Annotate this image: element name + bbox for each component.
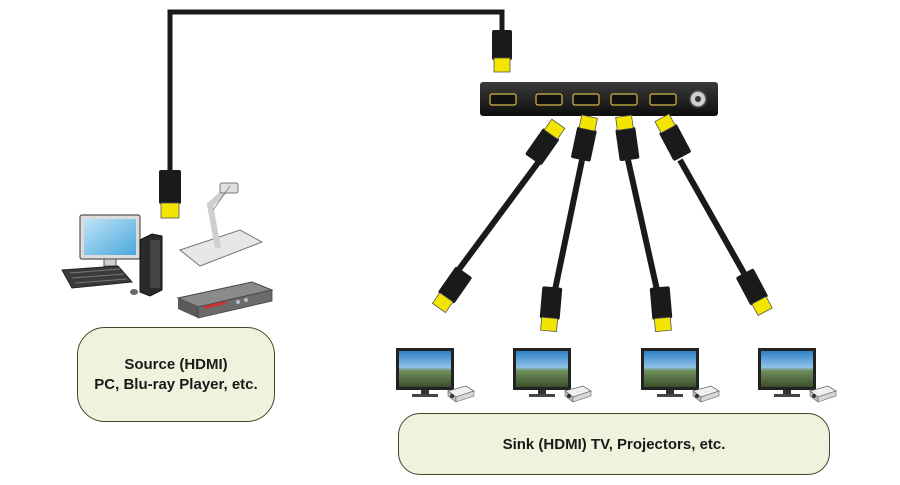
- output-cable-4: [654, 113, 773, 317]
- source-label-box: Source (HDMI) PC, Blu-ray Player, etc.: [77, 327, 275, 422]
- hdmi-connector-source: [159, 170, 181, 219]
- hdmi-port-4: [610, 93, 638, 106]
- sink-label: Sink (HDMI) TV, Projectors, etc.: [502, 435, 726, 453]
- hdmi-port-5: [649, 93, 677, 106]
- source-label-line2: PC, Blu-ray Player, etc.: [94, 375, 258, 393]
- tv-monitor-icon: [396, 348, 454, 397]
- sink-label-box: Sink (HDMI) TV, Projectors, etc.: [398, 413, 830, 475]
- sink-device-4: [758, 348, 837, 403]
- output-cable-2: [539, 114, 598, 333]
- hdmi-splitter-icon: [480, 82, 718, 116]
- tv-monitor-icon: [758, 348, 816, 397]
- hdmi-port-3: [572, 93, 600, 106]
- output-cable-3: [615, 114, 673, 333]
- projector-icon: [809, 385, 837, 403]
- hdmi-connector-input-top: [492, 30, 512, 73]
- sink-device-2: [513, 348, 592, 403]
- source-label-line1: Source (HDMI): [124, 355, 228, 373]
- hdmi-port-1: [489, 93, 517, 106]
- hdmi-port-2: [535, 93, 563, 106]
- desktop-pc-icon: [61, 214, 163, 297]
- tv-monitor-icon: [513, 348, 571, 397]
- projector-icon: [692, 385, 720, 403]
- document-camera-icon: [178, 182, 264, 267]
- input-cable: [167, 9, 505, 172]
- sink-device-1: [396, 348, 475, 403]
- projector-icon: [564, 385, 592, 403]
- output-cable-1: [431, 118, 566, 314]
- projector-icon: [447, 385, 475, 403]
- tv-monitor-icon: [641, 348, 699, 397]
- sink-device-3: [641, 348, 720, 403]
- blu-ray-player-icon: [176, 281, 274, 319]
